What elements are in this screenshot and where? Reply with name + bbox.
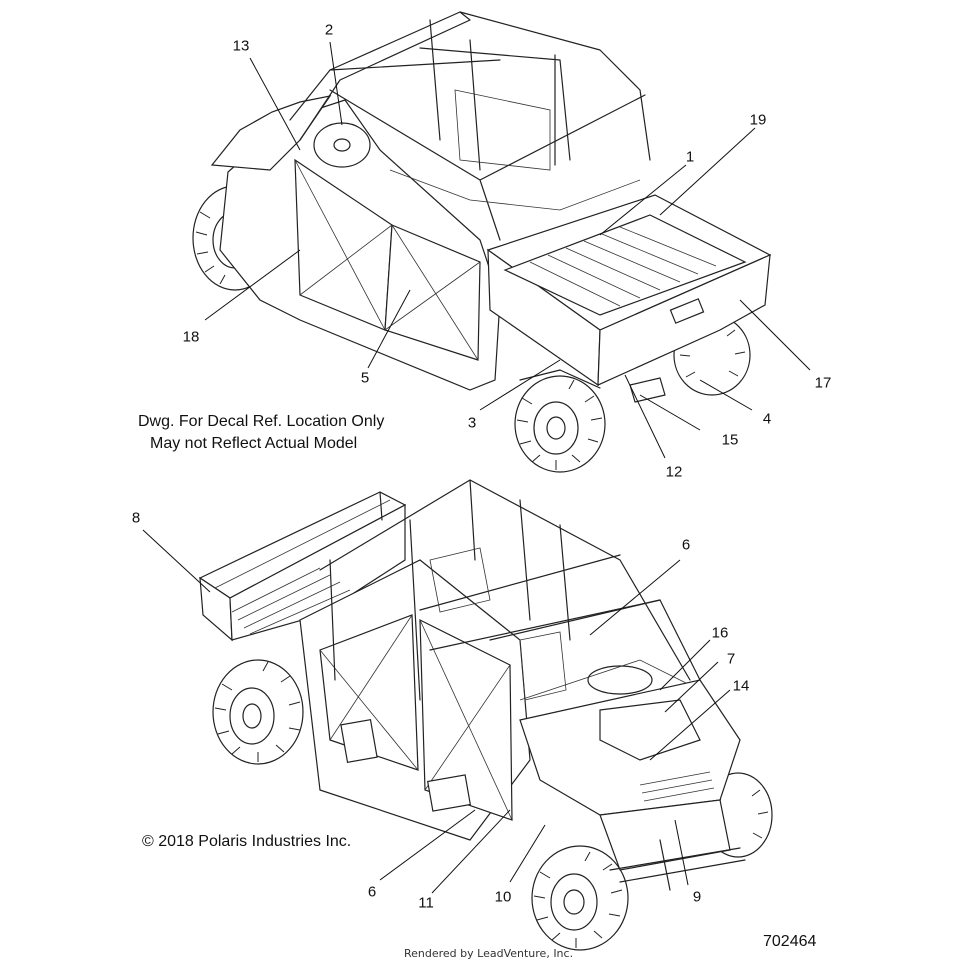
callout-6-top: 6	[681, 536, 691, 554]
callout-3: 3	[467, 414, 477, 432]
copyright-text: © 2018 Polaris Industries Inc.	[142, 833, 352, 850]
callout-5: 5	[360, 369, 370, 387]
callout-19: 19	[749, 111, 767, 129]
callout-7: 7	[726, 650, 736, 668]
callout-15: 15	[721, 431, 739, 449]
bottom-vehicle-drawing	[198, 479, 773, 951]
reference-note-line-2: May not Reflect Actual Model	[150, 435, 358, 452]
callout-13: 13	[232, 37, 250, 55]
callout-1: 1	[685, 148, 695, 166]
reference-note-line-1: Dwg. For Decal Ref. Location Only	[138, 413, 385, 430]
bottom-front-wheel	[531, 845, 629, 951]
callout-8: 8	[131, 509, 141, 527]
callout-16: 16	[711, 624, 729, 642]
top-rear-wheel	[514, 375, 606, 473]
callout-9: 9	[692, 888, 702, 906]
callout-14: 14	[732, 677, 750, 695]
callout-17: 17	[814, 374, 832, 392]
rendered-by-text: Rendered by LeadVenture, Inc.	[404, 947, 574, 960]
callout-6-bottom: 6	[367, 883, 377, 901]
callout-11: 11	[418, 894, 434, 912]
callout-12: 12	[665, 463, 683, 481]
callout-4: 4	[762, 410, 772, 428]
callout-10: 10	[494, 888, 512, 906]
callout-2: 2	[324, 21, 334, 39]
drawing-number: 702464	[763, 933, 817, 950]
leader-lines	[142, 41, 811, 894]
bottom-rear-wheel	[212, 659, 304, 765]
top-vehicle-drawing	[192, 11, 772, 473]
callout-18: 18	[182, 328, 200, 346]
